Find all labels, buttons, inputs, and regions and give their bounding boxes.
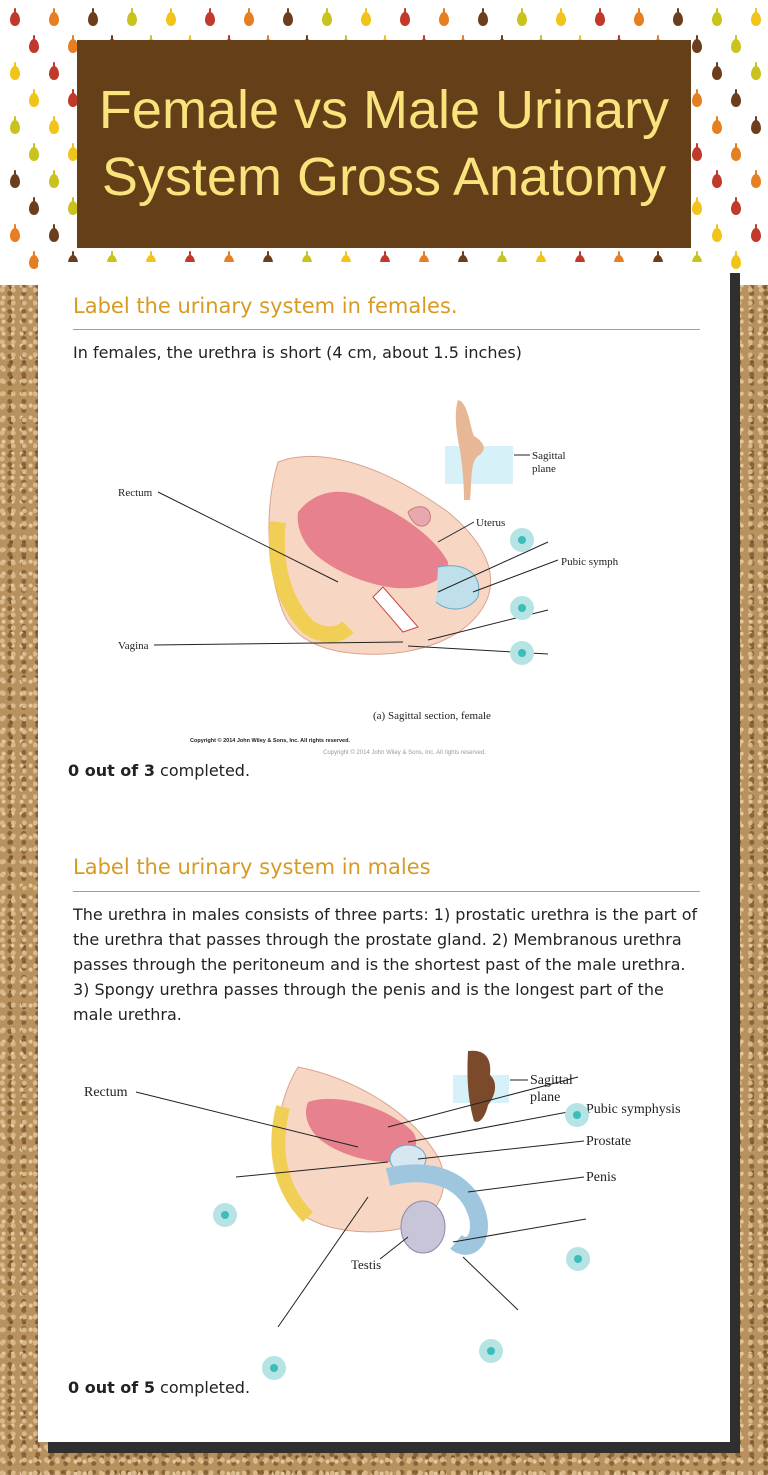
leaf-decoration-icon: [283, 12, 293, 26]
leaf-decoration-icon: [731, 39, 741, 53]
leaf-decoration-icon: [49, 174, 59, 188]
leaf-decoration-icon: [595, 12, 605, 26]
page-title: Female vs Male Urinary System Gross Anat…: [77, 40, 691, 248]
female-progress-suffix: completed.: [155, 761, 250, 780]
leaf-decoration-icon: [29, 201, 39, 215]
leaf-decoration-icon: [49, 120, 59, 134]
leaf-decoration-icon: [731, 255, 741, 269]
male-section-title: Label the urinary system in males: [73, 855, 431, 879]
male-progress: 0 out of 5 completed.: [68, 1378, 250, 1397]
label-rectum: Rectum: [118, 487, 153, 499]
female-hotspot-3[interactable]: [510, 641, 534, 665]
leaf-decoration-icon: [166, 12, 176, 26]
leaf-decoration-icon: [634, 12, 644, 26]
label-pubic-symphysis: Pubic symphysis: [586, 1102, 681, 1117]
leaf-decoration-icon: [712, 120, 722, 134]
leader-line: [468, 1177, 584, 1192]
leader-line: [408, 1109, 584, 1142]
leaf-decoration-icon: [400, 12, 410, 26]
leaf-decoration-icon: [692, 147, 702, 161]
body-silhouette-icon: [456, 400, 484, 500]
leaf-decoration-icon: [751, 12, 761, 26]
female-description: In females, the urethra is short (4 cm, …: [73, 340, 700, 365]
leaf-decoration-icon: [751, 66, 761, 80]
label-pubic-symphysis: Pubic symphysis: [561, 556, 618, 568]
label-uterus: Uterus: [476, 517, 505, 529]
female-section-title: Label the urinary system in females.: [73, 294, 458, 318]
male-hotspot-4[interactable]: [479, 1339, 503, 1363]
female-progress-count: 0 out of 3: [68, 761, 155, 780]
leaf-decoration-icon: [751, 120, 761, 134]
leaf-decoration-icon: [731, 93, 741, 107]
leaf-decoration-icon: [29, 39, 39, 53]
leaf-decoration-icon: [10, 120, 20, 134]
label-rectum: Rectum: [84, 1085, 128, 1100]
leaf-decoration-icon: [10, 66, 20, 80]
female-hotspot-2[interactable]: [510, 596, 534, 620]
leaf-decoration-icon: [712, 228, 722, 242]
leaf-decoration-icon: [731, 201, 741, 215]
leaf-decoration-icon: [127, 12, 137, 26]
leaf-decoration-icon: [692, 93, 702, 107]
male-sagittal-diagram: Sagittal plane Rectum Pubic symphysis Pr…: [68, 1047, 688, 1377]
leaf-decoration-icon: [439, 12, 449, 26]
label-vagina: Vagina: [118, 640, 149, 652]
leaf-decoration-icon: [712, 12, 722, 26]
male-hotspot-2[interactable]: [213, 1203, 237, 1227]
label-plane: plane: [532, 463, 556, 475]
label-penis: Penis: [586, 1170, 616, 1185]
leaf-decoration-icon: [712, 174, 722, 188]
body-silhouette-icon: [467, 1051, 495, 1122]
male-section-divider: [73, 891, 700, 892]
leaf-decoration-icon: [49, 228, 59, 242]
leaf-decoration-icon: [29, 147, 39, 161]
label-testis: Testis: [351, 1257, 381, 1272]
leaf-decoration-icon: [29, 93, 39, 107]
female-progress: 0 out of 3 completed.: [68, 761, 250, 780]
male-progress-count: 0 out of 5: [68, 1378, 155, 1397]
leaf-decoration-icon: [517, 12, 527, 26]
female-sagittal-diagram: Sagittal plane Rectum Uterus Pubic symph…: [118, 392, 618, 762]
leaf-decoration-icon: [731, 147, 741, 161]
leaf-decoration-icon: [88, 12, 98, 26]
label-sagittal: Sagittal: [532, 450, 566, 462]
label-prostate: Prostate: [586, 1134, 631, 1149]
leaf-decoration-icon: [712, 66, 722, 80]
male-hotspot-5[interactable]: [262, 1356, 286, 1380]
leader-line: [463, 1257, 518, 1310]
leaf-decoration-icon: [751, 228, 761, 242]
leaf-decoration-icon: [692, 201, 702, 215]
female-section-divider: [73, 329, 700, 330]
male-hotspot-1[interactable]: [565, 1103, 589, 1127]
male-description: The urethra in males consists of three p…: [73, 902, 700, 1027]
male-progress-suffix: completed.: [155, 1378, 250, 1397]
content-card: Label the urinary system in females. In …: [38, 262, 730, 1442]
copyright-text: Copyright © 2014 John Wiley & Sons, Inc.…: [190, 737, 350, 744]
leaf-decoration-icon: [10, 228, 20, 242]
leaf-decoration-icon: [556, 12, 566, 26]
leaf-decoration-icon: [205, 12, 215, 26]
male-hotspot-3[interactable]: [566, 1247, 590, 1271]
leader-line: [380, 1237, 408, 1259]
leaf-decoration-icon: [751, 174, 761, 188]
leaf-decoration-icon: [478, 12, 488, 26]
leaf-decoration-icon: [49, 66, 59, 80]
leaf-decoration-icon: [10, 174, 20, 188]
label-plane: plane: [530, 1090, 560, 1105]
copyright-text-faint: Copyright © 2014 John Wiley & Sons, Inc.…: [323, 749, 486, 756]
leaf-decoration-icon: [322, 12, 332, 26]
figure-caption: (a) Sagittal section, female: [373, 710, 491, 722]
leaf-decoration-icon: [49, 12, 59, 26]
leader-line: [418, 1141, 584, 1159]
female-hotspot-1[interactable]: [510, 528, 534, 552]
leaf-decoration-icon: [244, 12, 254, 26]
leaf-decoration-icon: [692, 39, 702, 53]
leaf-decoration-icon: [673, 12, 683, 26]
testis-shape: [401, 1201, 445, 1253]
leaf-decoration-icon: [361, 12, 371, 26]
leaf-decoration-icon: [10, 12, 20, 26]
